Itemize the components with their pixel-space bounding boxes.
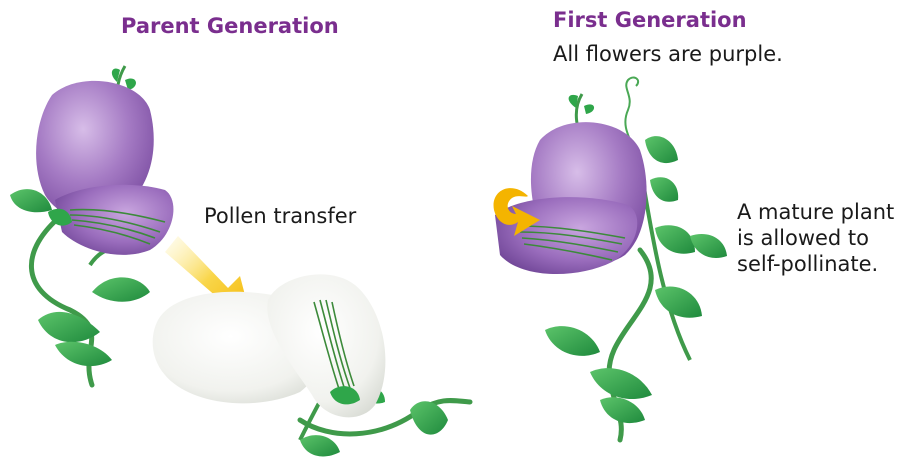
parent-white-plant <box>153 274 470 456</box>
parent-purple-leaf <box>55 342 112 366</box>
self-pollination-line: self-pollinate. <box>737 251 894 277</box>
pollen-transfer-label: Pollen transfer <box>204 203 356 229</box>
first-generation-plant <box>495 78 727 440</box>
first-generation-leaf <box>590 368 652 399</box>
first-generation-leaf <box>600 397 645 423</box>
parent-purple-leaf <box>38 312 100 342</box>
parent-generation-heading: Parent Generation <box>121 14 339 38</box>
parent-white-leaf <box>410 401 448 434</box>
first-generation-caption: All flowers are purple. <box>553 41 783 67</box>
first-generation-leaf <box>645 136 678 163</box>
first-generation-leaf <box>690 234 727 258</box>
first-generation-leaf <box>545 326 600 356</box>
parent-purple-plant <box>10 66 173 385</box>
self-pollination-label: A mature plant is allowed to self-pollin… <box>737 199 894 277</box>
first-generation-heading: First Generation <box>553 8 747 32</box>
first-generation-leaf <box>655 225 695 253</box>
parent-purple-leaf <box>92 277 150 301</box>
first-generation-leaf <box>655 286 702 317</box>
self-pollination-line: A mature plant <box>737 199 894 225</box>
first-generation-leaf <box>650 177 678 202</box>
self-pollination-line: is allowed to <box>737 225 894 251</box>
parent-white-leaf <box>300 435 340 456</box>
